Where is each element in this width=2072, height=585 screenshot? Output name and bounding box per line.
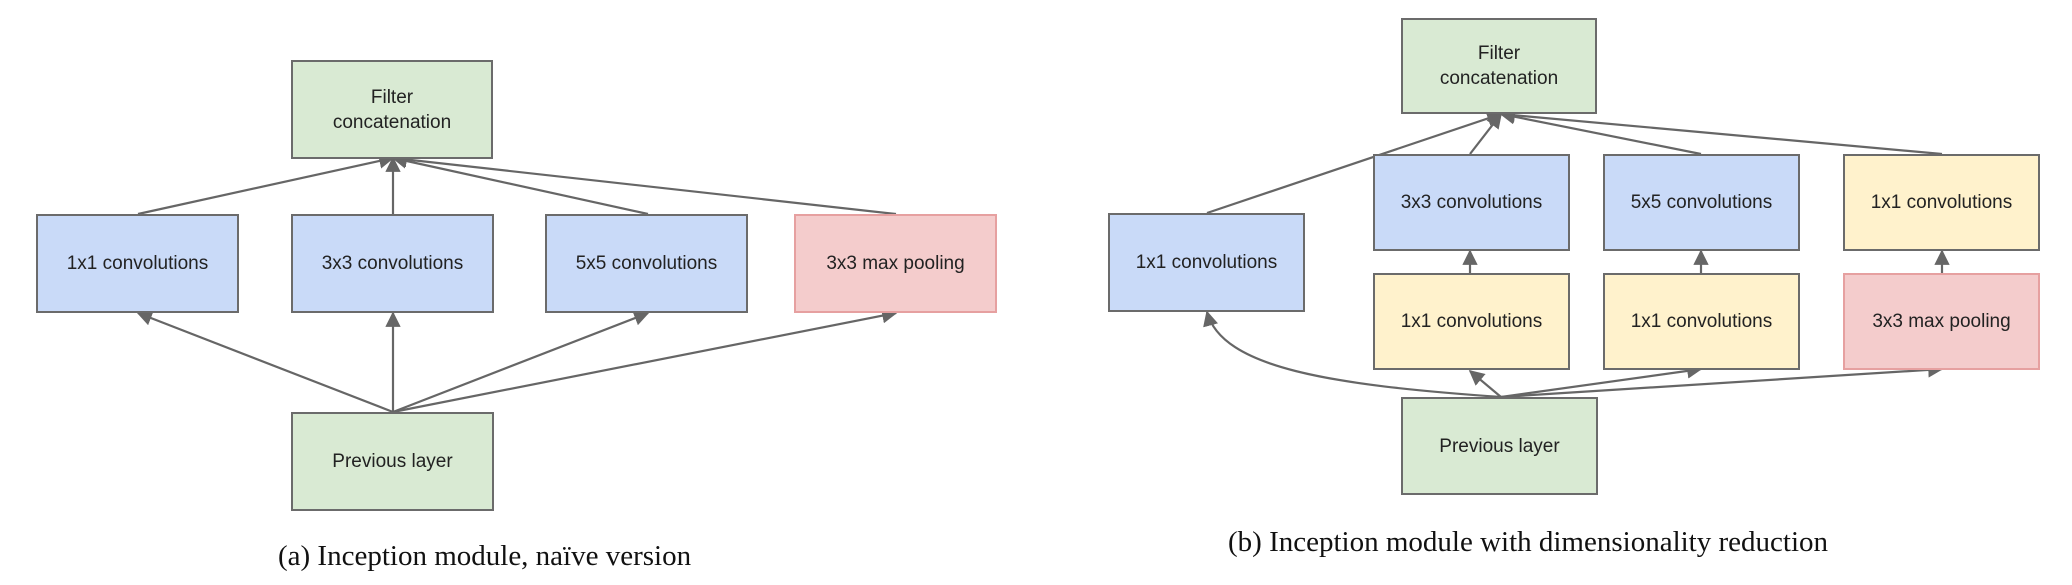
edge-b-prev-to-reduce3: [1468, 370, 1502, 398]
edge-b-conv3-to-concat: [1469, 112, 1502, 155]
edge-a-prev-to-conv5: [392, 310, 650, 414]
a-3x3-convolutions-node: 3x3 convolutions: [291, 214, 494, 313]
edge-b-prev-to-pool: [1500, 362, 1944, 399]
a-1x1-convolutions-node: 1x1 convolutions: [36, 214, 239, 313]
b-5x5-convolutions-node: 5x5 convolutions: [1603, 154, 1800, 251]
b-1x1-reduce-3x3-node: 1x1 convolutions: [1373, 273, 1570, 370]
caption-a: (a) Inception module, naïve version: [278, 540, 692, 572]
edge-b-prev-to-conv1: [1203, 310, 1502, 399]
b-1x1-convolutions-after-pool-node: 1x1 convolutions: [1843, 154, 2040, 251]
a-previous-layer-node: Previous layer: [291, 412, 494, 511]
a-5x5-convolutions-node: 5x5 convolutions: [545, 214, 748, 313]
edge-a-conv5-to-concat: [391, 153, 649, 216]
b-3x3-max-pooling-node: 3x3 max pooling: [1843, 273, 2040, 370]
b-1x1-convolutions-node: 1x1 convolutions: [1108, 213, 1305, 312]
edge-b-poolconv-to-concat: [1499, 107, 1943, 156]
b-previous-layer-node: Previous layer: [1401, 397, 1598, 495]
edge-b-prev-to-reduce5: [1500, 363, 1703, 399]
b-filter-concatenation-node: Filter concatenation: [1401, 18, 1597, 114]
caption-b: (b) Inception module with dimensionality…: [1228, 526, 1829, 558]
edge-a-conv1-to-concat: [137, 153, 395, 216]
edge-a-prev-to-conv1: [136, 310, 394, 414]
edge-a-prev-to-pool: [392, 308, 898, 414]
a-3x3-max-pooling-node: 3x3 max pooling: [794, 214, 997, 313]
edge-b-conv1-to-concat: [1206, 111, 1503, 215]
b-1x1-reduce-5x5-node: 1x1 convolutions: [1603, 273, 1800, 370]
a-filter-concatenation-node: Filter concatenation: [291, 60, 493, 159]
edge-b-conv5-to-concat: [1499, 109, 1702, 156]
edge-a-pool-to-concat: [391, 151, 897, 216]
b-3x3-convolutions-node: 3x3 convolutions: [1373, 154, 1570, 251]
